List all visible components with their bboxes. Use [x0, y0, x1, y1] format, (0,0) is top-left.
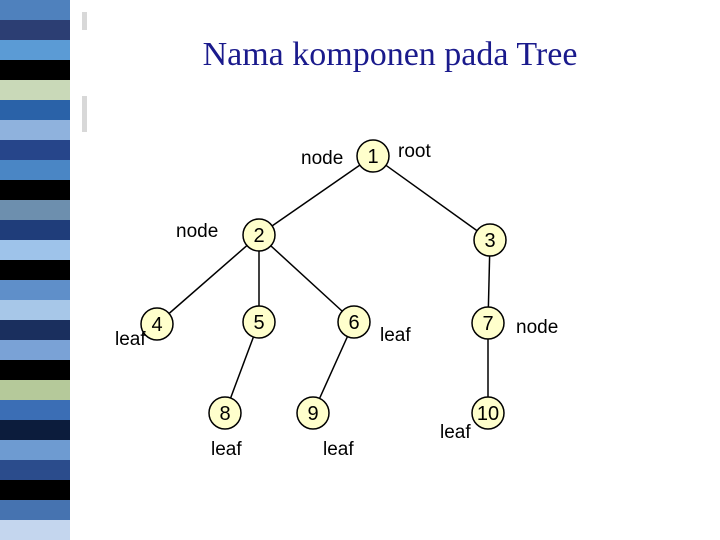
tree-labels: node root node leaf leaf node leaf leaf …	[115, 141, 558, 460]
strip-block	[0, 520, 70, 540]
node-circle	[471, 306, 505, 340]
label-leaf-6: leaf	[380, 325, 411, 346]
edge-n2-n6	[258, 234, 355, 323]
label-leaf-9: leaf	[323, 439, 354, 460]
node-number: 7	[482, 313, 493, 335]
tree-node-10: 10	[471, 396, 505, 430]
tree-node-1: 1	[356, 139, 390, 173]
node-circle	[296, 396, 330, 430]
edge-n2-n4	[156, 234, 260, 325]
node-circle	[140, 307, 174, 341]
label-node-7: node	[516, 317, 558, 338]
tree-node-5: 5	[242, 305, 276, 339]
node-number: 8	[219, 403, 230, 425]
strip-block	[0, 0, 70, 20]
strip-block	[0, 440, 70, 460]
node-number: 6	[348, 312, 359, 334]
tree-node-9: 9	[296, 396, 330, 430]
node-circle	[242, 305, 276, 339]
label-root: root	[398, 141, 431, 162]
decorative-color-strip	[0, 0, 70, 540]
strip-block	[0, 120, 70, 140]
strip-block	[0, 300, 70, 320]
strip-block	[0, 460, 70, 480]
tree-node-6: 6	[337, 305, 371, 339]
tree-node-3: 3	[473, 223, 507, 257]
node-circle	[356, 139, 390, 173]
strip-block	[0, 400, 70, 420]
tree-edges	[156, 155, 491, 414]
strip-block	[0, 420, 70, 440]
label-leaf-4: leaf	[115, 329, 146, 350]
label-leaf-8: leaf	[211, 439, 242, 460]
strip-block	[0, 200, 70, 220]
strip-block	[0, 180, 70, 200]
strip-block	[0, 60, 70, 80]
node-number: 4	[151, 314, 162, 336]
label-leaf-10: leaf	[440, 422, 471, 443]
node-number: 5	[253, 312, 264, 334]
node-number: 9	[307, 403, 318, 425]
strip-block	[0, 320, 70, 340]
strip-block	[0, 480, 70, 500]
tree-node-8: 8	[208, 396, 242, 430]
strip-block	[0, 100, 70, 120]
accent-bar-middle	[82, 96, 87, 132]
strip-block	[0, 80, 70, 100]
edge-n1-n2	[258, 155, 374, 236]
strip-block	[0, 160, 70, 180]
strip-block	[0, 220, 70, 240]
strip-block	[0, 140, 70, 160]
node-number: 2	[253, 225, 264, 247]
strip-block	[0, 280, 70, 300]
strip-block	[0, 360, 70, 380]
strip-block	[0, 260, 70, 280]
node-circle	[471, 396, 505, 430]
label-node-1: node	[301, 148, 343, 169]
accent-bar-top	[82, 12, 87, 30]
strip-block	[0, 20, 70, 40]
label-node-2: node	[176, 221, 218, 242]
strip-block	[0, 240, 70, 260]
tree-node-2: 2	[242, 218, 276, 252]
node-circle	[208, 396, 242, 430]
node-number: 3	[484, 230, 495, 252]
node-circle	[242, 218, 276, 252]
node-number: 1	[367, 146, 378, 168]
tree-nodes: 1 2 3 4 5 6 7 8 9 10	[140, 139, 507, 430]
node-circle	[337, 305, 371, 339]
tree-node-7: 7	[471, 306, 505, 340]
strip-block	[0, 40, 70, 60]
strip-block	[0, 340, 70, 360]
node-circle	[473, 223, 507, 257]
strip-block	[0, 380, 70, 400]
edge-n1-n3	[372, 155, 491, 241]
node-number: 10	[477, 403, 499, 425]
slide-title: Nama komponen pada Tree	[202, 36, 578, 73]
strip-block	[0, 500, 70, 520]
tree-node-4: 4	[140, 307, 174, 341]
